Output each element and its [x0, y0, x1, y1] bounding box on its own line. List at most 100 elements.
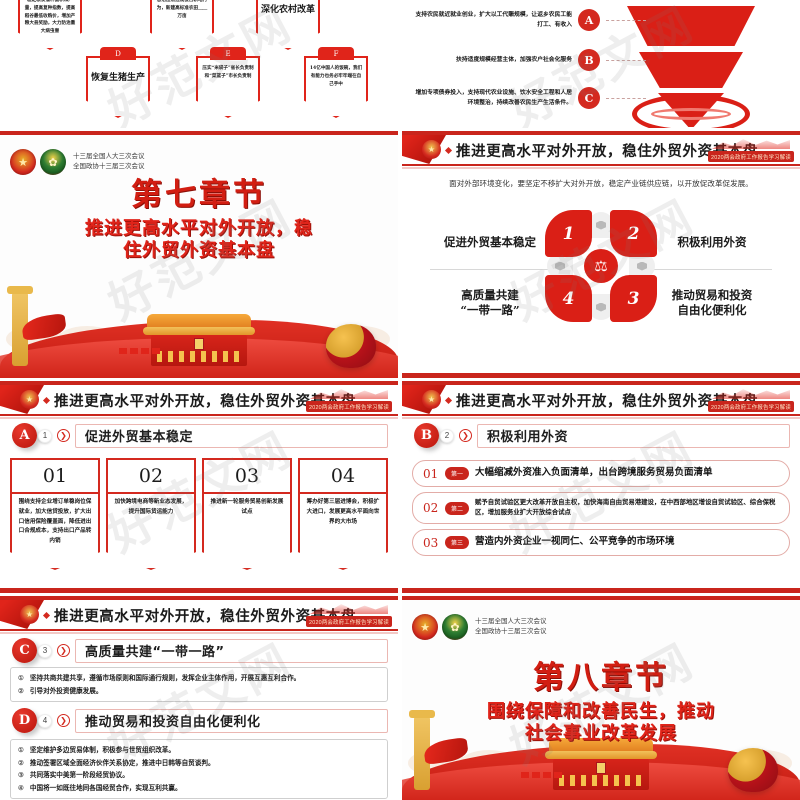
- meeting-emblems: 十三届全国人大三次会议 全国政协十三届三次会议: [412, 614, 547, 640]
- bullet-text: 坚持共商共建共享，遵循市场原则和国际通行规则，发挥企业主体作用，开展互惠互利合作…: [29, 674, 301, 682]
- header-badge: 2020两会政府工作报告学习解读: [708, 388, 794, 412]
- funnel-text-a: 支持农民就近就业创业，扩大以工代赈规模，让返乡农民工能打工、有收入: [415, 11, 572, 28]
- hex-outline: [10, 458, 100, 570]
- meeting-emblems: 十三届全国人大三次会议 全国政协十三届三次会议: [10, 149, 145, 175]
- shield-card-d: D 恢复生猪生产: [86, 47, 150, 118]
- slide-overview-pinwheel: 好范文网 推进更高水平对外开放，稳住外贸外资基本盘 2020两会政府工作报告学习…: [402, 131, 800, 378]
- shield-text-f: 14亿中国人的饭碗，我们有能力也务必牢牢端在自己手中: [309, 66, 363, 87]
- cppcc-emblem-icon: [40, 149, 66, 175]
- pinwheel-petal-2[interactable]: 2: [610, 210, 657, 257]
- pinwheel-gray-bottom: [588, 294, 614, 320]
- section-title-c: 高质量共建“一带一路”: [75, 638, 388, 663]
- hex-text: 加快跨境电商等新业态发展，提升国际货运能力: [114, 499, 188, 515]
- section-letter-c: C: [12, 638, 37, 663]
- bullet-marker: ④: [18, 783, 24, 792]
- pinwheel-center-icon: ⚖: [584, 249, 618, 283]
- pill-row-number: 01: [423, 466, 439, 481]
- slide-header: 推进更高水平对外开放，稳住外贸外资基本盘 2020两会政府工作报告学习解读: [402, 135, 800, 169]
- section-title-b: 积极利用外资: [477, 423, 790, 448]
- funnel-row-a: 支持农民就近就业创业，扩大以工代赈规模，让返乡农民工能打工、有收入 A: [410, 9, 646, 31]
- cover-title-block: 第七章节 推进更高水平对外开放，稳 住外贸外资基本盘: [0, 169, 398, 263]
- header-diamond-icon: [42, 396, 51, 405]
- hex-card[interactable]: 01 围绕支持企业增订单稳岗位保就业，加大信贷投放，扩大出口信用保险覆盖面，降低…: [10, 458, 100, 570]
- hex-dot-icon: [637, 261, 647, 271]
- pill-row[interactable]: 01 第一 大幅缩减外资准入负面清单，出台跨境服务贸易负面清单: [412, 460, 790, 487]
- slide-cover-chapter-8: 好范文网 十三届全国人大三次会议 全国政协十三届三次会议 第八章节 围绕保障和改…: [402, 596, 800, 800]
- funnel-layer-1: [627, 6, 755, 46]
- cover-artwork: [402, 710, 800, 800]
- hex-card[interactable]: 02 加快跨境电商等新业态发展，提升国际货运能力: [106, 458, 196, 570]
- section-title-a: 促进外贸基本稳定: [75, 423, 388, 448]
- slide-funnel: 好范文网 支持农民就近就业创业，扩大以工代赈规模，让返乡农民工能打工、有收入 A…: [402, 0, 800, 128]
- hex-card[interactable]: 03 推进新一轮服务贸易创新发展试点: [202, 458, 292, 570]
- bullet-marker: ②: [18, 686, 24, 695]
- chapter-label: 第八章节: [533, 660, 669, 696]
- bullet-line: ② 引导对外投资健康发展。: [18, 685, 380, 698]
- shield-text-b: 惩治违法违规侵占耕地行为，新建高标准农田＿＿万亩: [156, 0, 208, 19]
- section-header-d: D 4 ❯ 推动贸易和投资自由化便利化: [0, 708, 398, 734]
- shield-cap-d: D: [100, 47, 136, 60]
- section-number-c: 3: [38, 643, 52, 658]
- pinwheel-diagram: 促进外贸基本稳定 积极利用外资 推动贸易和投资 自由化便利化 高质量共建 “一带…: [412, 191, 790, 341]
- cover-title-block: 第八章节 围绕保障和改善民生，推动 社会事业改革发展: [402, 652, 800, 746]
- header-title: 推进更高水平对外开放，稳住外贸外资基本盘: [456, 393, 758, 410]
- funnel-badge-a: A: [578, 9, 600, 31]
- pinwheel-petal-3[interactable]: 3: [610, 275, 657, 322]
- pinwheel-petal-4[interactable]: 4: [545, 275, 592, 322]
- meeting-line-1: 十三届全国人大三次会议: [475, 617, 547, 625]
- slide-header: 推进更高水平对外开放，稳住外贸外资基本盘 2020两会政府工作报告学习解读: [402, 385, 800, 419]
- national-emblem-icon: [20, 390, 39, 409]
- pill-row[interactable]: 03 第三 营造内外资企业一视同仁、公平竞争的市场环境: [412, 529, 790, 556]
- slide-footer-bar: [0, 588, 398, 593]
- bullet-marker: ①: [18, 674, 24, 682]
- hex-divider: [202, 492, 292, 494]
- shield-card-a: A 稳定粮食播种面积和产量，提高复种指数，提高稻谷最低收购价，增加产粮大县奖励，…: [18, 0, 82, 50]
- meeting-line-2: 全国政协十三届三次会议: [475, 628, 547, 635]
- funnel-rings: [632, 94, 750, 128]
- national-emblem-icon: [422, 140, 441, 159]
- section-number-b: 2: [440, 428, 454, 443]
- flags-icon: [521, 772, 563, 778]
- bullet-marker: ③: [18, 771, 24, 780]
- header-badge-label: 2020两会政府工作报告学习解读: [708, 401, 794, 412]
- tiananmen-icon: [143, 314, 255, 366]
- bullet-text: 推动签署区域全面经济伙伴关系协定，推进中日韩等自贸谈判。: [29, 758, 215, 767]
- slide-agriculture-shields: 好范文网 A 稳定粮食播种面积和产量，提高复种指数，提高稻谷最低收购价，增加产粮…: [0, 0, 398, 128]
- header-title: 推进更高水平对外开放，稳住外贸外资基本盘: [54, 608, 356, 625]
- divider-left: [430, 269, 548, 270]
- chevron-right-icon: ❯: [57, 429, 70, 442]
- hex-divider: [106, 492, 196, 494]
- shield-cap-f: F: [318, 47, 354, 60]
- chapter-subtitle: 围绕保障和改善民生，推动 社会事业改革发展: [487, 701, 715, 745]
- bullet-marker: ②: [18, 758, 24, 767]
- hex-card[interactable]: 04 筹办好第三届进博会，积极扩大进口，发展更高水平面向世界的大市场: [298, 458, 388, 570]
- funnel-graphic: [616, 2, 766, 128]
- pill-row-badge: 第三: [445, 536, 470, 549]
- bullet-line: ② 推动签署区域全面经济伙伴关系协定，推进中日韩等自贸谈判。: [18, 757, 380, 770]
- shield-card-e: E 压实“米袋子”省长负责制和“菜篮子”市长负责制: [196, 47, 260, 118]
- slide-header: 推进更高水平对外开放，稳住外贸外资基本盘 2020两会政府工作报告学习解读: [0, 600, 398, 634]
- header-badge: 2020两会政府工作报告学习解读: [708, 138, 794, 162]
- hex-divider: [298, 492, 388, 494]
- pinwheel-gray-top: [588, 212, 614, 238]
- slide-section-a: 好范文网 推进更高水平对外开放，稳住外贸外资基本盘 2020两会政府工作报告学习…: [0, 381, 398, 593]
- shield-text-e: 压实“米袋子”省长负责制和“菜篮子”市长负责制: [202, 66, 254, 79]
- pill-row-number: 02: [423, 501, 439, 515]
- meeting-names: 十三届全国人大三次会议 全国政协十三届三次会议: [475, 617, 547, 637]
- funnel-connector: [606, 59, 646, 61]
- pinwheel-petal-1[interactable]: 1: [545, 210, 592, 257]
- great-wall-icon: [310, 389, 388, 399]
- slide-body: B 2 ❯ 积极利用外资 01 第一 大幅缩减外资准入负面清单，出台跨境服务贸易…: [402, 423, 800, 593]
- slide-footer-bar: [402, 588, 800, 593]
- national-emblem-icon: [422, 390, 441, 409]
- pinwheel-gray-left: [547, 253, 573, 279]
- slide-section-c-d: 好范文网 推进更高水平对外开放，稳住外贸外资基本盘 2020两会政府工作报告学习…: [0, 596, 398, 800]
- pill-row[interactable]: 02 第二 赋予自贸试验区更大改革开放自主权，加快海南自由贸易港建设，在中西部地…: [412, 492, 790, 524]
- chapter-subtitle: 推进更高水平对外开放，稳 住外贸外资基本盘: [85, 218, 313, 262]
- funnel-layer-2: [639, 52, 743, 88]
- hex-number: 01: [42, 465, 68, 487]
- header-badge-label: 2020两会政府工作报告学习解读: [306, 401, 392, 412]
- great-wall-icon: [712, 139, 790, 149]
- gate-roof-lower: [143, 327, 255, 335]
